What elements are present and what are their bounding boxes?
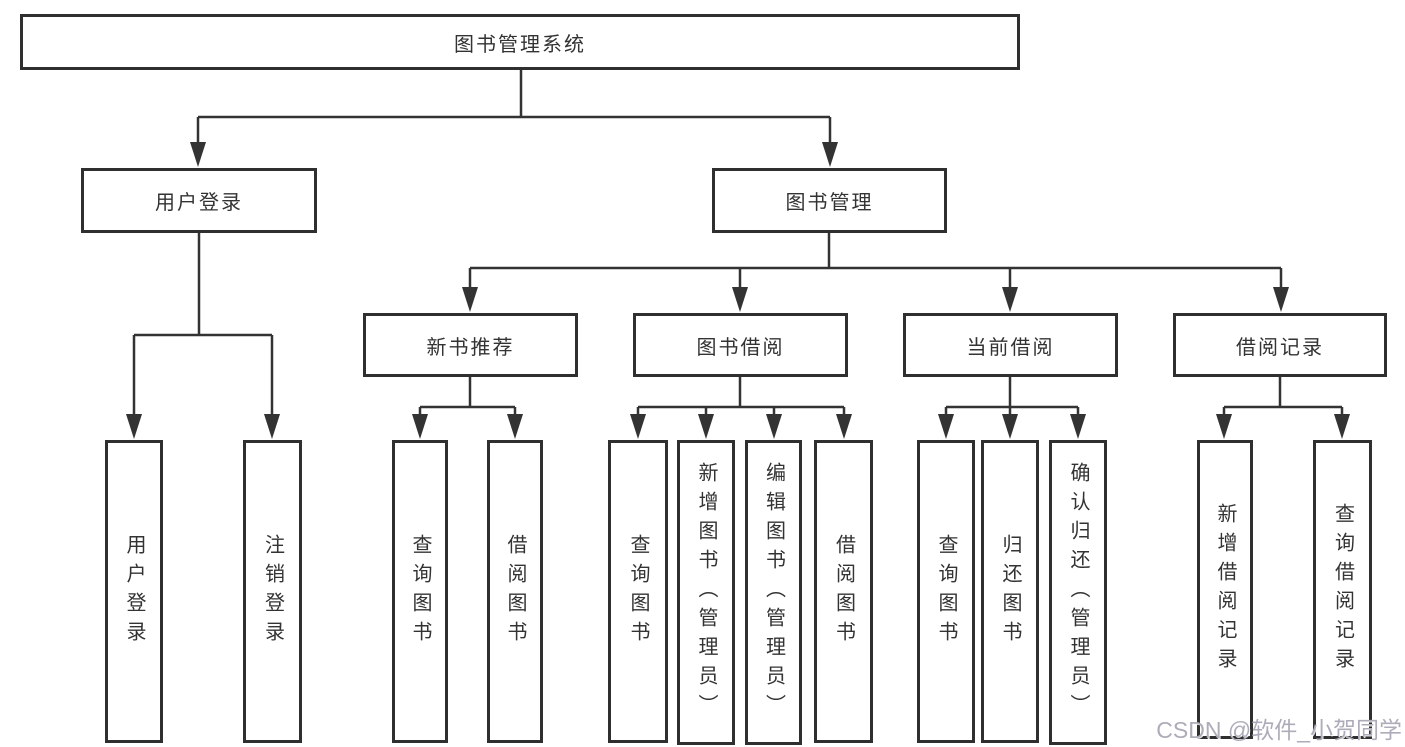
node-label: 新增图书（管理员） — [695, 462, 717, 723]
arrow-down-icon — [507, 414, 523, 439]
leaf-confirm-return-admin: 确认归还（管理员） — [1049, 440, 1107, 745]
node-label: 新书推荐 — [426, 336, 515, 359]
leaf-borrowing-query-books: 查询图书 — [608, 440, 668, 743]
connector-book-mgmt-junction — [468, 233, 1283, 290]
leaf-user-login: 用户登录 — [105, 440, 163, 743]
leaf-query-borrow-record: 查询借阅记录 — [1313, 440, 1372, 739]
arrow-down-icon — [1273, 287, 1289, 312]
node-label: 图书管理 — [785, 192, 874, 214]
arrow-down-icon — [1002, 287, 1018, 312]
leaf-current-query-books: 查询图书 — [917, 440, 975, 743]
arrow-down-icon — [630, 414, 646, 439]
leaf-return-books: 归还图书 — [981, 440, 1039, 743]
connector-borrow-records-junction — [1222, 377, 1344, 417]
arrow-down-icon — [462, 287, 478, 312]
leaf-add-books-admin: 新增图书（管理员） — [677, 440, 735, 745]
node-label: 注销登录 — [261, 533, 284, 650]
node-label: 归还图书 — [999, 533, 1021, 650]
leaf-add-borrow-record: 新增借阅记录 — [1197, 440, 1253, 739]
connector-current-borrow-junction — [944, 377, 1080, 417]
arrow-down-icon — [836, 414, 852, 439]
node-label: 借阅图书 — [504, 533, 526, 650]
csdn-watermark: CSDN @软件_小贺同学 — [1156, 717, 1402, 743]
arrow-down-icon — [1070, 414, 1086, 439]
connector-root-to-level2 — [196, 70, 832, 145]
node-book-management: 图书管理 — [712, 168, 947, 233]
leaf-logout: 注销登录 — [243, 440, 302, 743]
connector-book-borrow-junction — [636, 377, 846, 417]
node-book-borrowing: 图书借阅 — [633, 313, 848, 377]
connector-new-book-junction — [418, 377, 517, 417]
arrow-down-icon — [1002, 414, 1018, 439]
node-user-login: 用户登录 — [81, 168, 317, 233]
node-label: 借阅图书 — [832, 533, 855, 650]
arrow-down-icon — [1216, 414, 1232, 439]
node-borrowing-records: 借阅记录 — [1173, 313, 1387, 377]
node-label: 图书借阅 — [696, 336, 785, 359]
arrow-down-icon — [822, 142, 838, 167]
node-label: 查询图书 — [627, 533, 649, 650]
node-library-management-system: 图书管理系统 — [20, 14, 1020, 70]
arrow-down-icon — [264, 414, 280, 439]
leaf-recommend-borrow-books: 借阅图书 — [487, 440, 543, 743]
node-label: 新增借阅记录 — [1214, 502, 1236, 677]
arrow-down-icon — [698, 414, 714, 439]
arrow-down-icon — [732, 287, 748, 312]
arrow-down-icon — [126, 414, 142, 439]
arrow-down-icon — [938, 414, 954, 439]
node-label: 确认归还（管理员） — [1067, 462, 1089, 723]
node-label: 查询借阅记录 — [1331, 502, 1354, 677]
node-label: 图书管理系统 — [454, 33, 586, 56]
node-label: 用户登录 — [155, 192, 243, 214]
arrow-down-icon — [412, 414, 428, 439]
node-current-borrowing: 当前借阅 — [903, 313, 1118, 377]
node-label: 编辑图书（管理员） — [762, 462, 785, 723]
node-label: 用户登录 — [123, 533, 145, 650]
node-label: 当前借阅 — [966, 336, 1055, 359]
node-new-book-recommend: 新书推荐 — [363, 313, 578, 377]
leaf-recommend-query-books: 查询图书 — [392, 440, 448, 743]
node-label: 查询图书 — [935, 533, 957, 650]
connector-user-login-junction — [132, 233, 274, 417]
node-label: 查询图书 — [409, 533, 431, 650]
leaf-borrow-books: 借阅图书 — [814, 440, 873, 743]
arrow-down-icon — [1334, 414, 1350, 439]
node-label: 借阅记录 — [1236, 336, 1324, 359]
arrow-down-icon — [766, 414, 782, 439]
leaf-edit-books-admin: 编辑图书（管理员） — [745, 440, 802, 745]
arrow-down-icon — [190, 142, 206, 167]
